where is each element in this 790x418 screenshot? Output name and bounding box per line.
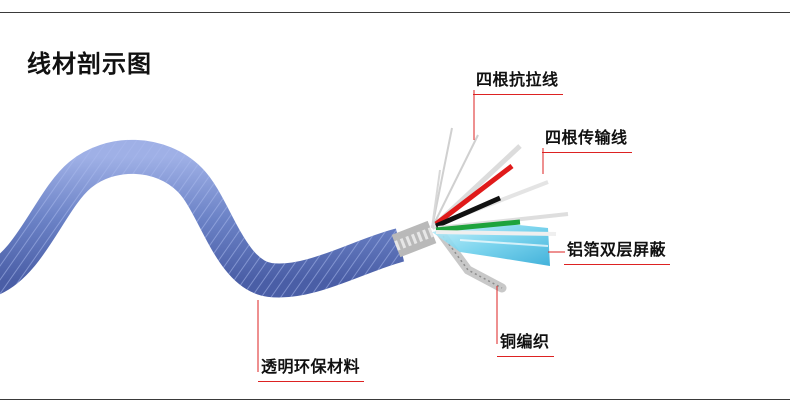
bottom-divider [0,399,790,400]
top-divider [0,12,790,13]
label-copper-braid-text: 铜编织 [500,332,550,351]
wires-illustration [430,127,569,236]
label-copper-braid: 铜编织 [497,328,554,357]
label-underline [542,152,632,153]
page-title: 线材剖示图 [27,50,152,78]
label-transparent-jacket-text: 透明环保材料 [261,357,361,376]
label-transmission-wires-text: 四根传输线 [545,128,628,147]
copper-braid-illustration [391,220,507,293]
label-transmission-wires: 四根传输线 [542,124,632,153]
label-strength-wires: 四根抗拉线 [473,66,563,95]
cable-jacket [0,139,405,298]
label-underline [564,264,671,265]
label-underline [497,356,554,357]
label-aluminum-foil-shield-text: 铝箔双层屏蔽 [567,240,667,259]
label-underline [473,94,563,95]
label-strength-wires-text: 四根抗拉线 [476,70,559,89]
label-transparent-jacket: 透明环保材料 [258,353,365,382]
label-aluminum-foil-shield: 铝箔双层屏蔽 [564,236,671,265]
label-underline [258,381,365,382]
